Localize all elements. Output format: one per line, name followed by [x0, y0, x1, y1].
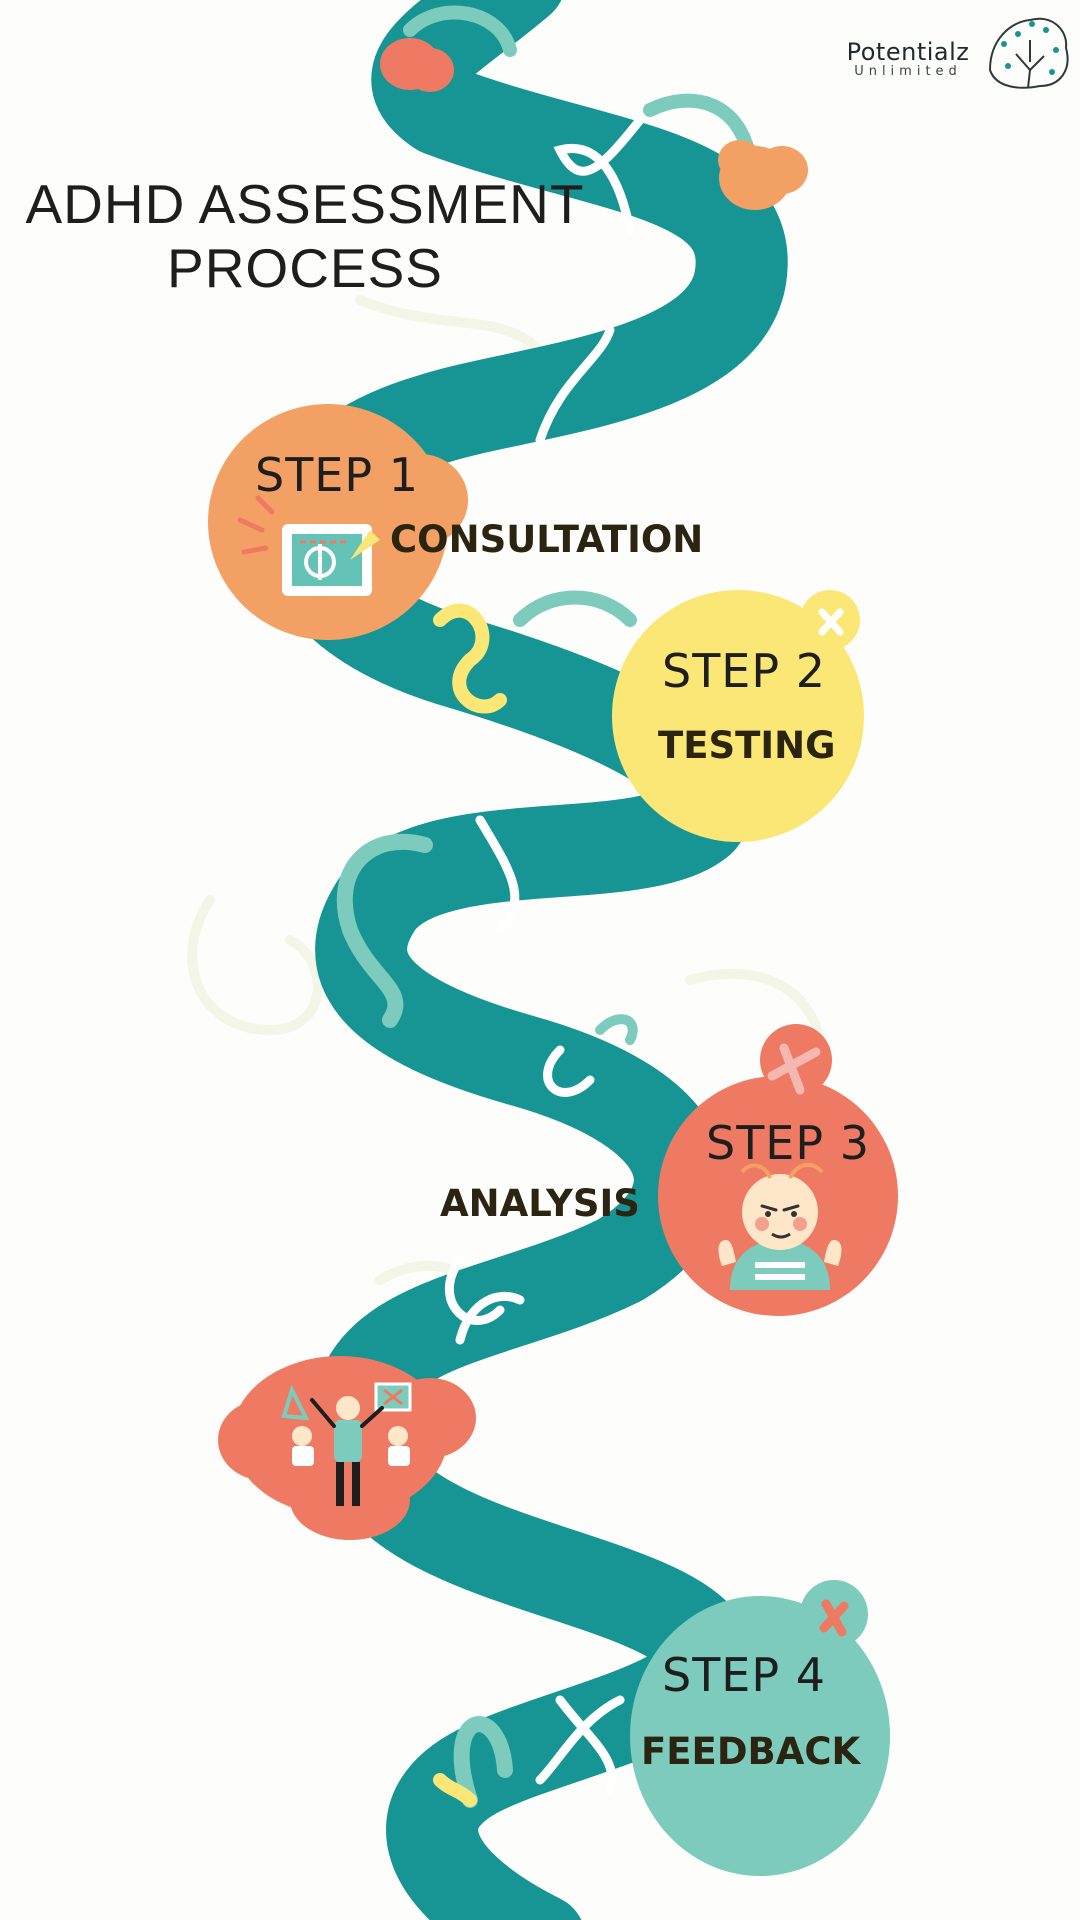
step-2-label: STEP 2: [662, 644, 826, 698]
page-title-line-1: ADHD ASSESSMENT: [25, 173, 585, 235]
top-blob-coral: [380, 38, 454, 92]
step-2-close-mark-icon: [818, 608, 844, 636]
page-title: ADHD ASSESSMENT PROCESS: [20, 172, 590, 300]
step-1-blob: [208, 404, 468, 640]
step-4-label: STEP 4: [662, 1648, 826, 1702]
step-1-label: STEP 1: [255, 448, 419, 502]
brain-tree-icon: [988, 17, 1069, 89]
road-ribbons: [444, 115, 645, 1795]
doctor-character-icon: [718, 1162, 842, 1290]
step-4-name: FEEDBACK: [641, 1730, 861, 1773]
top-blob-orange: [718, 140, 808, 210]
step-1-name: CONSULTATION: [390, 518, 704, 561]
brand-logo: Potentialz Unlimited: [843, 38, 973, 79]
step-4-close-mark-icon: [819, 1599, 849, 1637]
winding-road: [258, 0, 788, 1920]
whiteboard-icon: [237, 495, 380, 596]
step-3-name: ANALYSIS: [440, 1182, 640, 1225]
step-4-blob: [630, 1580, 890, 1876]
step-3-close-mark-icon: [767, 1043, 821, 1095]
brand-name: Potentialz: [846, 38, 970, 66]
page-title-line-2: PROCESS: [167, 237, 443, 299]
brand-tagline: Unlimited: [854, 64, 962, 79]
family-group-icon: [281, 1382, 412, 1506]
step-2-name: TESTING: [658, 724, 836, 767]
step-3-label: STEP 3: [706, 1116, 870, 1170]
